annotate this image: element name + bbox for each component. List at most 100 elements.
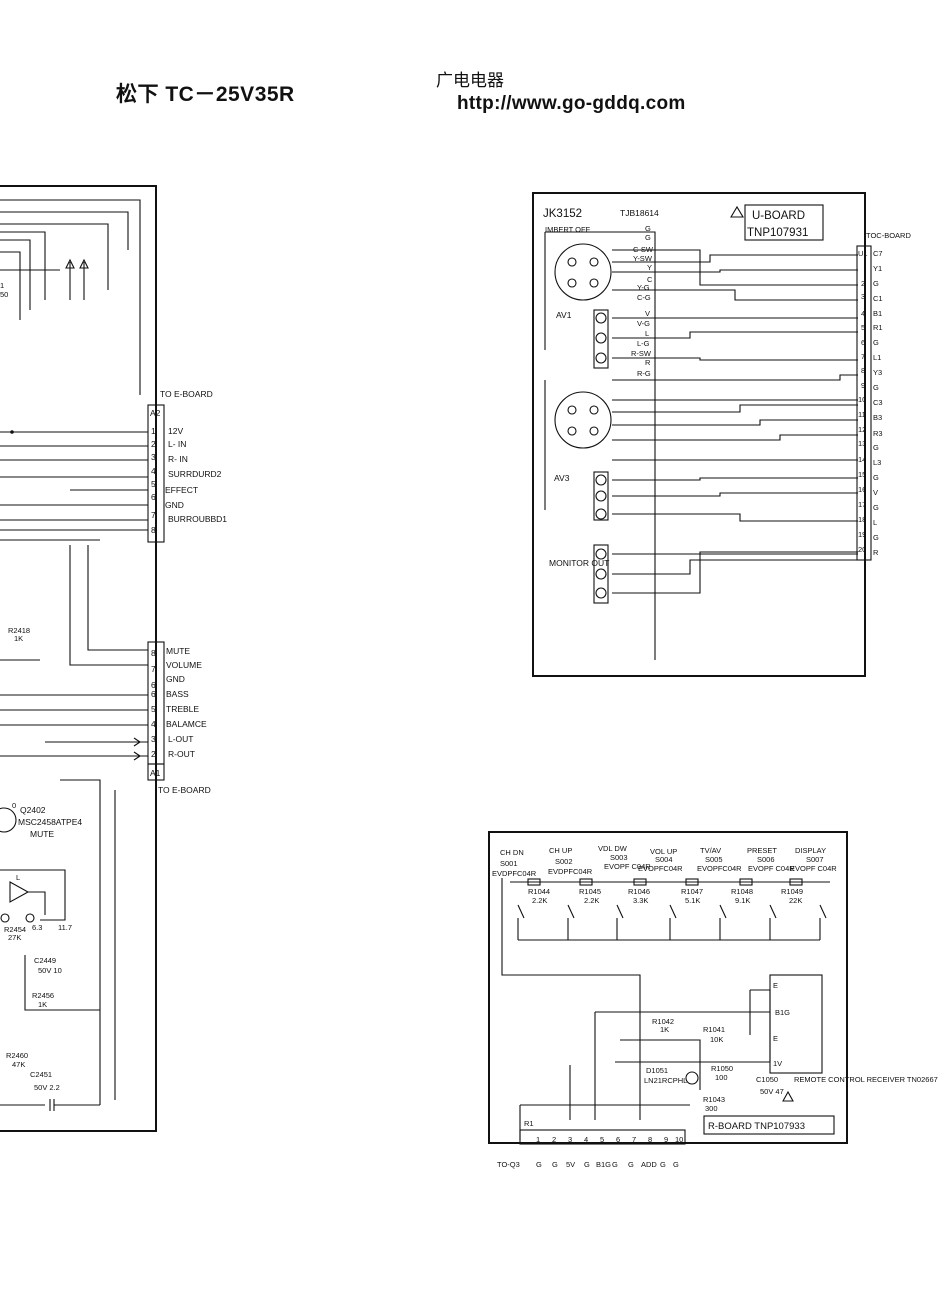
toc-pin-num: 10 (858, 395, 866, 404)
receiver-pin: 1V (773, 1059, 782, 1068)
a2-pin-num: 7 (151, 510, 156, 520)
toc-pin-label: V (873, 488, 878, 497)
toc-pin-label: R (873, 548, 879, 557)
switch-ref: S003 (610, 853, 628, 862)
resistor-value: 9.1K (735, 896, 750, 905)
toc-pin-label: L3 (873, 458, 881, 467)
receiver-pins: E B1G E 1V (773, 981, 790, 1068)
connector-signal: G (673, 1160, 679, 1169)
connector-signal: G (584, 1160, 590, 1169)
toc-pin-num: 3 (861, 292, 865, 301)
connector-r1-signals: G G 5V G B1G G G ADD G G (536, 1160, 679, 1169)
a1-pin-num: 5 (151, 704, 156, 714)
chain-resistors (527, 878, 803, 886)
left-bottom-trace (24, 955, 100, 1011)
switch-part: EVOPFC04R (697, 864, 742, 873)
switch-ref: S005 (705, 855, 723, 864)
connector-pin: 10 (675, 1135, 683, 1144)
a2-traces (0, 431, 148, 541)
jack-ref: JK3152 (543, 208, 582, 220)
a2-pin-label: L- IN (168, 439, 186, 449)
connector-r1 (519, 1129, 686, 1145)
opamp-symbol (9, 881, 30, 903)
c2449-value: 50V 10 (38, 966, 62, 975)
connector-pin: 2 (552, 1135, 556, 1144)
r-board-label-box (703, 1115, 835, 1135)
q2402-pin: 0 (12, 801, 16, 810)
u-inner-label: L-G (637, 339, 650, 348)
u-board-frame (532, 192, 866, 677)
u-inner-label: G (645, 233, 651, 242)
connector-pin: 1 (536, 1135, 540, 1144)
connector-r1-ref: R1 (524, 1119, 534, 1128)
connector-signal: G (536, 1160, 542, 1169)
u-board-label-box (744, 204, 824, 241)
a1-pin-label: BALAMCE (166, 719, 207, 729)
av1-label: AV1 (556, 310, 572, 320)
connector-pin: 8 (648, 1135, 652, 1144)
part-value: 300 (705, 1104, 718, 1113)
pin-node (0, 913, 10, 923)
a2-pin-num: 5 (151, 479, 156, 489)
a1-pin-label: BASS (166, 689, 189, 699)
a2-pin-num: 8 (151, 525, 156, 535)
a1-pin-num: 3 (151, 734, 156, 744)
toc-pin-label: G (873, 443, 879, 452)
a2-pin-label: EFFECT (165, 485, 198, 495)
warning-icon (730, 205, 744, 218)
u-board: JK3152 TJB18614 U-BOARD TNP107931 IMBERT… (532, 192, 911, 677)
connector-signal: B1G (596, 1160, 611, 1169)
receiver-pin: E (773, 981, 778, 990)
toc-pin-label: Y3 (873, 368, 882, 377)
resistor-ref: R1045 (579, 887, 601, 896)
left-top-traces (0, 199, 141, 395)
av3-label: AV3 (554, 473, 570, 483)
a1-pin-num: 2 (151, 749, 156, 759)
connector-signal: G (612, 1160, 618, 1169)
a1-pin-label: VOLUME (166, 660, 202, 670)
switch-part: EVOPF C04R (604, 862, 651, 871)
r-board-label: R-BOARD TNP107933 (708, 1121, 805, 1132)
a1-heading: TO E-BOARD (158, 785, 211, 795)
u-board-number: TNP107931 (747, 227, 808, 239)
toc-pin-label: L (873, 518, 877, 527)
part-ref: D1051 (646, 1066, 668, 1075)
a1-pin-label: GND (166, 674, 185, 684)
c2451-symbol (0, 1099, 100, 1111)
a2-pin-label: SURRDURD2 (168, 469, 222, 479)
u-inner-label: C (647, 275, 653, 284)
switch-name: DISPLAY (795, 846, 826, 855)
r-board: CH DN S001 EVDPFC04R CH UP S002 EVDPFC04… (488, 831, 938, 1169)
mute-label: MUTE (30, 829, 54, 839)
r-board-frame (488, 831, 848, 1144)
connector-a1-ref-box (147, 763, 165, 781)
resistor-ref: R1047 (681, 887, 703, 896)
u-inner-label: C-G (637, 293, 651, 302)
left-board-frame (0, 185, 157, 1132)
resistor-value: 3.3K (633, 896, 648, 905)
monitor-label: MONITOR OUT (549, 558, 609, 568)
toc-connector (856, 245, 872, 561)
remote-receiver (769, 974, 823, 1074)
toc-pin-num: 15 (858, 470, 866, 479)
tact-switches (517, 904, 827, 941)
connector-pin: 4 (584, 1135, 588, 1144)
svideo-jack-2 (554, 391, 612, 449)
resistor-ref: R1046 (628, 887, 650, 896)
part-ref: C1050 (756, 1075, 778, 1084)
toc-label: TOC-BOARD (866, 231, 911, 240)
a2-pin-label: BURROUBBD1 (168, 514, 227, 524)
connector-pin: 6 (616, 1135, 620, 1144)
left-mid-traces (0, 545, 148, 1105)
part-value: LN21RCPHL (644, 1076, 687, 1085)
part-value: 50V 47 (760, 1087, 784, 1096)
u-inner-label: Y-G (637, 283, 650, 292)
r-board-wiring (501, 878, 771, 1140)
u-board-label: U-BOARD (752, 210, 805, 222)
toc-pin-num: 16 (858, 485, 866, 494)
u-inner-label: Y (647, 263, 652, 272)
chain-resistor-labels: R1044 2.2K R1045 2.2K R1046 3.3K R1047 5… (528, 887, 803, 905)
u-inner-label: Y-SW (633, 254, 653, 263)
page-title: 松下 TC－25V35R (116, 83, 295, 106)
